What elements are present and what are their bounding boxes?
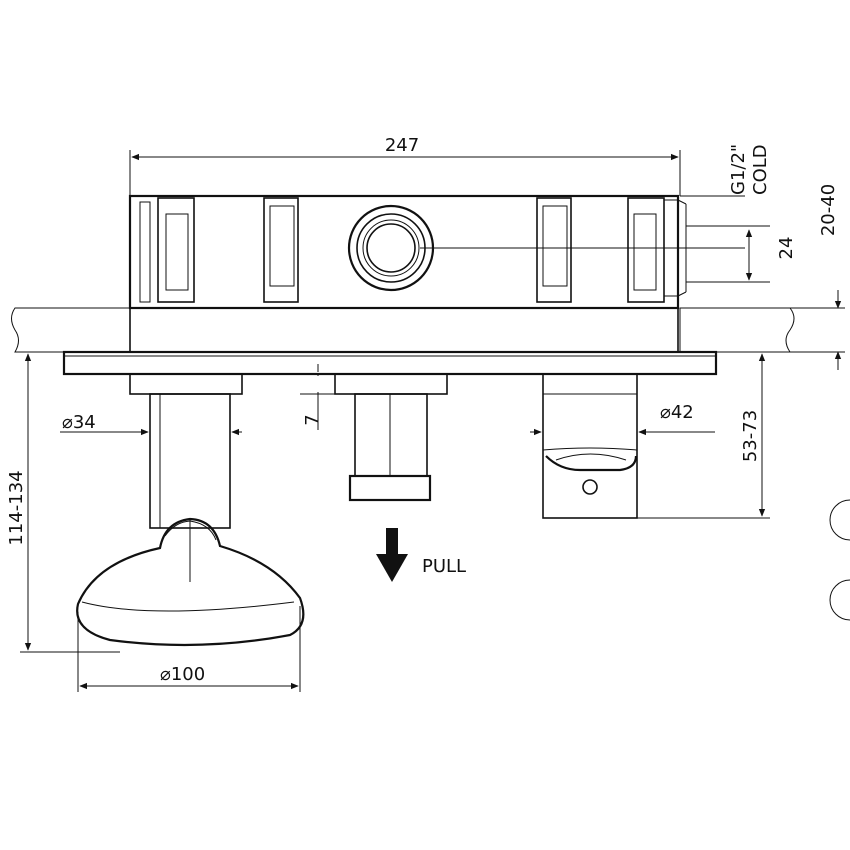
wall-depth-label: 20-40 (818, 184, 839, 236)
wall-section (11, 307, 795, 353)
spout-length-label: 53-73 (740, 410, 761, 462)
dimension-stem-gap: 7 (300, 373, 335, 426)
connection-side-label: COLD (750, 144, 771, 195)
dimension-handle-stem: ⌀34 (60, 412, 242, 436)
dimension-spout-length: 53-73 (637, 351, 770, 519)
connection-thread-label: G1/2" (728, 144, 749, 195)
connection-label-group: G1/2" COLD 24 (420, 144, 797, 283)
right-spout (542, 373, 638, 519)
handle-stem-diameter-label: ⌀34 (62, 412, 96, 433)
edge-decoration (829, 499, 850, 621)
center-stem (334, 373, 448, 502)
pull-label: PULL (422, 556, 466, 577)
dimension-width: 247 (129, 135, 681, 196)
cover-plate (62, 350, 718, 376)
dimension-handle-diameter: ⌀100 (77, 606, 301, 692)
dimension-left-length: 114-134 (6, 351, 120, 653)
pull-indicator: PULL (376, 528, 466, 582)
handle-diameter-label: ⌀100 (160, 664, 205, 685)
offset-24-label: 24 (776, 237, 797, 260)
stem-gap-label: 7 (302, 414, 323, 425)
left-handle (76, 373, 305, 647)
left-length-label: 114-134 (6, 470, 27, 545)
dimension-wall-depth: 20-40 (790, 184, 845, 370)
inlet-fitting (347, 204, 435, 292)
arrow-down-icon (376, 528, 408, 582)
body-extension (129, 307, 679, 353)
dimension-width-label: 247 (385, 135, 419, 156)
dimension-spout-diameter: ⌀42 (530, 402, 715, 436)
valve-body (128, 194, 687, 310)
spout-diameter-label: ⌀42 (660, 402, 694, 423)
